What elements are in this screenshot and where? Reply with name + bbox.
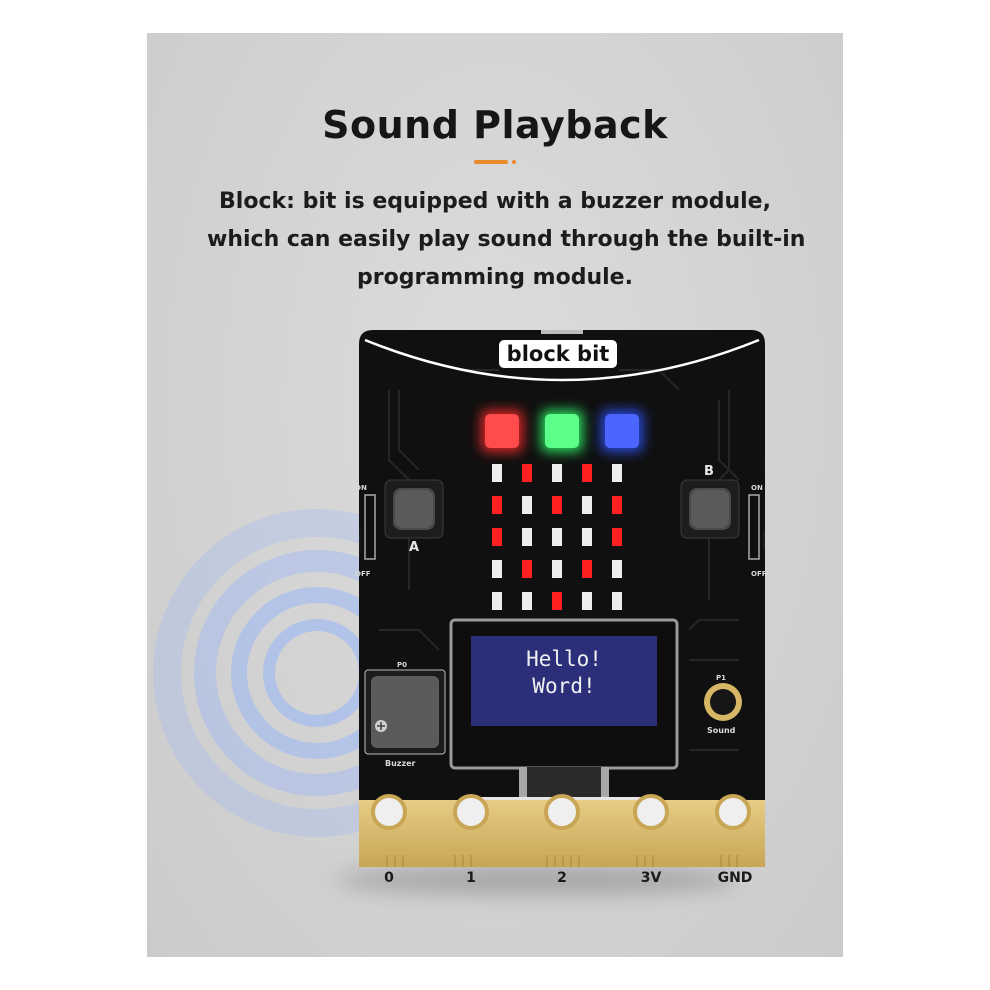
board-shadow [337,865,737,895]
pin-gnd-label: GND [717,870,753,886]
sound-sensor-graphic [704,683,742,721]
description-line: Block: bit is equipped with a buzzer mod… [219,189,771,214]
led-matrix [492,464,622,610]
description: Block: bit is equipped with a buzzer mod… [207,183,806,297]
oled-module [449,618,679,811]
right-switch-on-label: ON [751,484,763,492]
page-title: Sound Playback [322,103,668,147]
board-logo: block bit [499,340,617,368]
left-switch-on-label: ON [355,484,367,492]
pin-2-label: 2 [557,870,567,886]
right-switch [763,530,765,550]
sound-label: Sound [707,726,736,735]
usb-port [541,330,583,334]
product-panel: Sound Playback Block: bit is equipped wi… [147,33,843,957]
block-bit-board: block bit A B ON OFF ON OFF P0 Buzzer P1… [355,330,767,886]
board-arc [364,338,760,382]
pin-0-label: 0 [384,870,394,886]
oled-screen-text: Hello! Word! [471,646,657,700]
description-line: programming module. [357,265,633,290]
button-b-label: B [704,464,714,479]
buzzer-graphic [364,669,446,755]
left-switch [359,530,361,550]
rgb-leds [481,410,643,452]
left-switch-off-label: OFF [355,570,371,578]
pin-3v-label: 3V [640,870,662,886]
button-b-graphic [680,479,740,539]
description-line: which can easily play sound through the … [207,227,806,252]
buzzer-pin-label: P0 [397,661,408,669]
title-underline-dot [512,160,516,164]
sound-pin-label: P1 [716,674,727,682]
oled-line: Word! [532,674,596,698]
oled-line: Hello! [526,647,602,671]
button-a-label: A [409,540,420,555]
title-underline [474,160,508,164]
button-a-graphic [384,479,444,539]
buzzer-label: Buzzer [385,759,416,768]
pin-1-label: 1 [466,870,476,886]
right-switch-off-label: OFF [751,570,767,578]
